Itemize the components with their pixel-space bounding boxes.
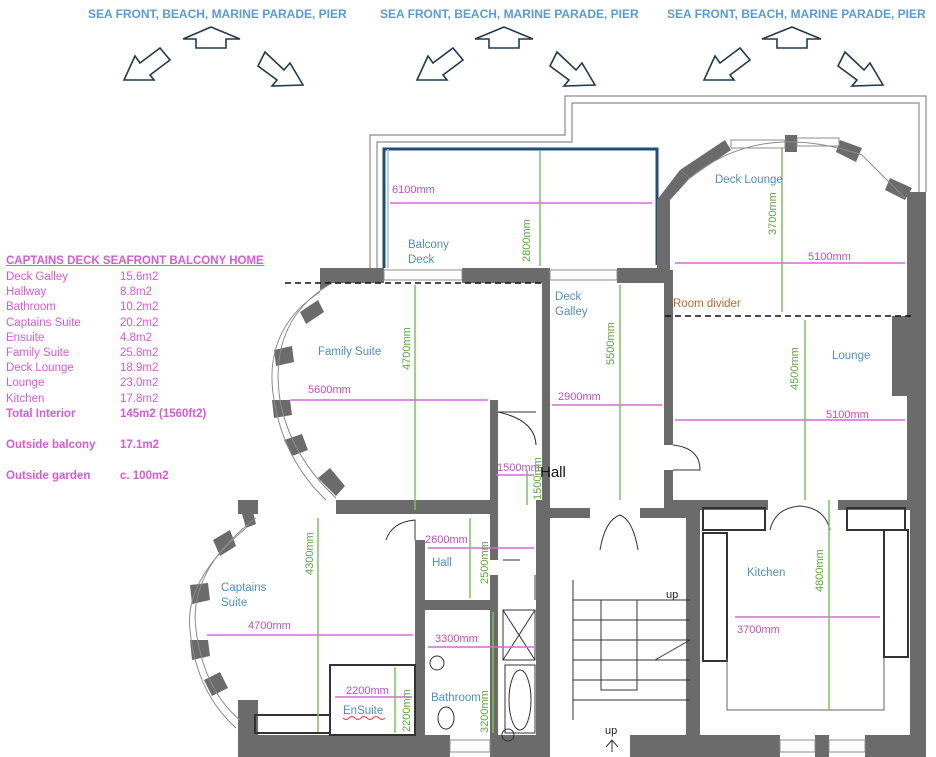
room-label-captains-1: Captains xyxy=(221,582,267,594)
stair-up-label-2: up xyxy=(605,725,617,737)
walls xyxy=(190,135,926,757)
sea-front-label-1: SEA FRONT, BEACH, MARINE PARADE, PIER xyxy=(88,7,347,21)
dim-2600: 2600mm xyxy=(425,534,468,546)
dim-5100-bottom: 5100mm xyxy=(826,409,869,421)
arrow-upright-icon xyxy=(256,50,305,87)
room-label-bathroom: Bathroom xyxy=(431,692,481,704)
dim-5500: 5500mm xyxy=(605,322,617,365)
arrow-upleft-icon xyxy=(702,46,752,81)
vertical-dimensions xyxy=(317,148,830,733)
room-divider-label: Room divider xyxy=(673,298,741,310)
dim-2500: 2500mm xyxy=(479,541,491,584)
room-label-lounge: Lounge xyxy=(832,350,870,362)
arrow-upright-icon xyxy=(836,50,885,87)
sea-front-label-2: SEA FRONT, BEACH, MARINE PARADE, PIER xyxy=(380,7,639,21)
dim-4700-h: 4700mm xyxy=(248,620,291,632)
room-label-family-suite: Family Suite xyxy=(318,346,381,358)
sea-direction-arrows xyxy=(122,26,885,87)
dim-4800: 4800mm xyxy=(814,549,826,592)
dim-4700-v: 4700mm xyxy=(401,327,413,370)
arrow-upleft-icon xyxy=(415,46,465,81)
dim-4500: 4500mm xyxy=(789,347,801,390)
room-label-deck-galley-2: Galley xyxy=(555,306,588,318)
dim-3700-h: 3700mm xyxy=(737,624,780,636)
room-label-ensuite: EnSuite xyxy=(343,705,383,717)
dim-4300: 4300mm xyxy=(304,532,316,575)
windows xyxy=(383,137,866,753)
room-label-balcony: Balcony xyxy=(408,239,449,251)
balcony-railing xyxy=(369,95,927,268)
dim-3700-v: 3700mm xyxy=(767,192,779,235)
room-label-deck: Deck xyxy=(408,254,434,266)
stair-up-label-1: up xyxy=(666,589,678,601)
room-label-kitchen: Kitchen xyxy=(747,567,785,579)
dim-2900: 2900mm xyxy=(558,391,601,403)
dim-2200-v: 2200mm xyxy=(401,689,413,732)
dim-6100: 6100mm xyxy=(392,184,435,196)
dim-2200-h: 2200mm xyxy=(346,685,389,697)
arrow-up-icon xyxy=(761,26,822,49)
area-legend: CAPTAINS DECK SEAFRONT BALCONY HOME Deck… xyxy=(6,255,264,484)
arrow-up-icon xyxy=(474,26,534,49)
arrow-upleft-icon xyxy=(122,46,172,81)
room-label-deck-lounge: Deck Lounge xyxy=(715,174,783,186)
horizontal-dimensions xyxy=(207,202,905,698)
room-label-deck-galley-1: Deck xyxy=(555,291,581,303)
dim-3200: 3200mm xyxy=(479,690,491,733)
room-label-hall-main: Hall xyxy=(540,464,566,481)
dim-2800: 2800mm xyxy=(521,219,533,262)
dim-5100-top: 5100mm xyxy=(808,251,851,263)
arrow-upright-icon xyxy=(548,50,597,87)
dim-3300: 3300mm xyxy=(435,633,478,645)
spellcheck-underline xyxy=(342,716,386,720)
fixtures xyxy=(254,411,909,752)
legend-title: CAPTAINS DECK SEAFRONT BALCONY HOME xyxy=(6,255,264,267)
room-label-hall: Hall xyxy=(432,557,452,569)
dim-5600: 5600mm xyxy=(308,384,351,396)
room-label-captains-2: Suite xyxy=(221,597,247,609)
arrow-up-icon xyxy=(182,26,241,49)
dim-1500-h: 1500mm xyxy=(497,462,540,474)
dim-1500-v: 1500mm xyxy=(532,457,544,500)
sea-front-label-3: SEA FRONT, BEACH, MARINE PARADE, PIER xyxy=(667,7,926,21)
